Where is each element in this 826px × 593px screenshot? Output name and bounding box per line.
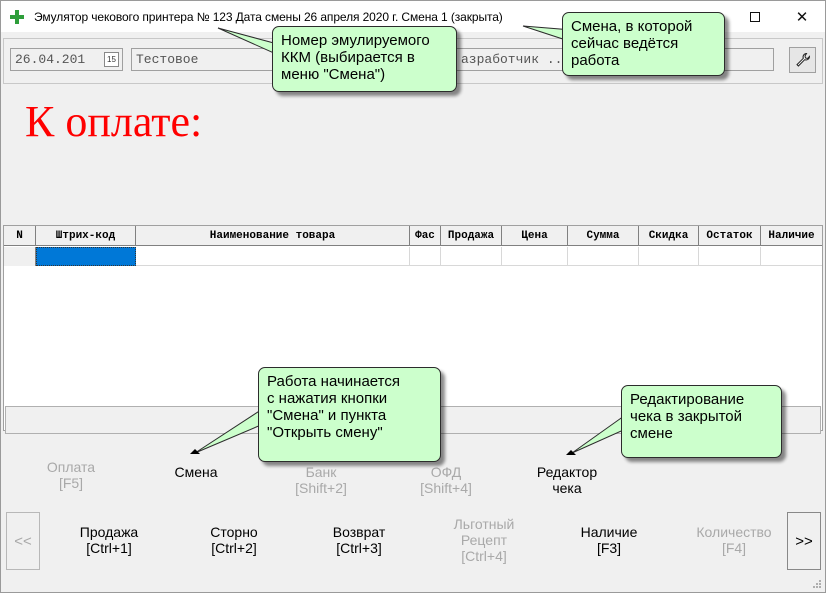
next-page-button[interactable]: >> bbox=[787, 512, 821, 570]
preferential-recipe-button[interactable]: Льготный Рецепт [Ctrl+4] bbox=[439, 516, 529, 564]
pay-label: К оплате: bbox=[25, 97, 203, 146]
column-header[interactable]: Остаток bbox=[699, 226, 761, 246]
close-icon: ✕ bbox=[795, 7, 809, 26]
column-header[interactable]: Штрих-код bbox=[36, 226, 136, 246]
column-header[interactable]: Сумма bbox=[568, 226, 639, 246]
table-cell[interactable] bbox=[410, 247, 441, 266]
ofd-button[interactable]: ОФД [Shift+4] bbox=[406, 464, 486, 496]
bank-button-label: Банк bbox=[305, 464, 337, 480]
column-header[interactable]: Цена bbox=[502, 226, 568, 246]
column-header[interactable]: Фас bbox=[410, 226, 441, 246]
table-cell[interactable] bbox=[568, 247, 639, 266]
column-header[interactable]: Скидка bbox=[639, 226, 699, 246]
shift-date-value: 26.04.201 bbox=[15, 52, 86, 67]
ofd-button-label: ОФД bbox=[430, 464, 462, 480]
stock-button-label: Наличие bbox=[580, 524, 638, 540]
table-cell[interactable] bbox=[639, 247, 699, 266]
return-button-label: Возврат bbox=[332, 524, 386, 540]
sale-button-label: Продажа bbox=[79, 524, 139, 540]
quantity-button-shortcut: [F4] bbox=[721, 540, 747, 556]
table-cell[interactable] bbox=[761, 247, 822, 266]
column-header[interactable]: Продажа bbox=[441, 226, 502, 246]
maximize-icon bbox=[750, 11, 760, 22]
column-header[interactable]: N bbox=[4, 226, 36, 246]
callout-current-shift: Смена, в которой сейчас ведётся работа bbox=[562, 12, 725, 76]
table-row[interactable] bbox=[4, 247, 822, 266]
receipt-editor-label-1: Редактор bbox=[536, 464, 598, 480]
column-header[interactable]: Наличие bbox=[768, 230, 815, 242]
wrench-icon bbox=[795, 52, 810, 67]
sale-button[interactable]: Продажа [Ctrl+1] bbox=[64, 524, 154, 556]
shift-button[interactable]: Смена bbox=[156, 464, 236, 480]
selected-cell[interactable] bbox=[36, 247, 136, 266]
table-header: N Штрих-код Наименование товара Фас Прод… bbox=[4, 226, 822, 246]
callout-receipt-editor: Редактирование чека в закрытой смене bbox=[621, 385, 782, 458]
table-cell[interactable] bbox=[502, 247, 568, 266]
table-cell[interactable] bbox=[441, 247, 502, 266]
settings-button[interactable] bbox=[789, 47, 816, 73]
return-button[interactable]: Возврат [Ctrl+3] bbox=[314, 524, 404, 556]
green-cross-icon bbox=[10, 10, 24, 24]
preferential-recipe-label-2: Рецепт bbox=[460, 532, 508, 548]
ofd-button-shortcut: [Shift+4] bbox=[420, 480, 472, 496]
storno-button[interactable]: Сторно [Ctrl+2] bbox=[189, 524, 279, 556]
storno-button-shortcut: [Ctrl+2] bbox=[211, 540, 257, 556]
callout-start-work: Работа начинается с нажатия кнопки "Смен… bbox=[258, 367, 441, 462]
payment-button-label: Оплата bbox=[46, 459, 96, 475]
stock-button-shortcut: [F3] bbox=[596, 540, 622, 556]
preferential-recipe-label-1: Льготный bbox=[453, 516, 515, 532]
receipt-editor-label-2: чека bbox=[552, 480, 582, 496]
payment-button-shortcut: [F5] bbox=[58, 475, 84, 491]
window-title: Эмулятор чекового принтера № 123 Дата см… bbox=[34, 10, 503, 24]
stock-button[interactable]: Наличие [F3] bbox=[564, 524, 654, 556]
receipt-editor-button[interactable]: Редактор чека bbox=[527, 464, 607, 496]
storno-button-label: Сторно bbox=[210, 524, 258, 540]
bank-button-shortcut: [Shift+2] bbox=[295, 480, 347, 496]
quantity-button[interactable]: Количество [F4] bbox=[689, 524, 779, 556]
row-indicator[interactable] bbox=[4, 247, 36, 266]
callout-kkm-number: Номер эмулируемого ККМ (выбирается в мен… bbox=[272, 26, 457, 92]
close-button[interactable]: ✕ bbox=[779, 1, 825, 32]
prev-page-button[interactable]: << bbox=[6, 512, 40, 570]
bank-button[interactable]: Банк [Shift+2] bbox=[281, 464, 361, 496]
maximize-button[interactable] bbox=[732, 1, 778, 32]
preferential-recipe-shortcut: [Ctrl+4] bbox=[461, 548, 507, 564]
shift-date-field[interactable]: 26.04.201 15 bbox=[10, 48, 123, 71]
resize-grip-icon[interactable] bbox=[812, 579, 822, 589]
table-cell[interactable] bbox=[136, 247, 410, 266]
return-button-shortcut: [Ctrl+3] bbox=[336, 540, 382, 556]
column-header[interactable]: Наименование товара bbox=[136, 226, 410, 246]
payment-button[interactable]: Оплата [F5] bbox=[31, 459, 111, 491]
calendar-icon[interactable]: 15 bbox=[104, 52, 119, 67]
quantity-button-label: Количество bbox=[696, 524, 772, 540]
pay-panel: К оплате: bbox=[3, 84, 823, 224]
sale-button-shortcut: [Ctrl+1] bbox=[86, 540, 132, 556]
table-cell[interactable] bbox=[699, 247, 761, 266]
shift-button-label: Смена bbox=[174, 464, 218, 480]
